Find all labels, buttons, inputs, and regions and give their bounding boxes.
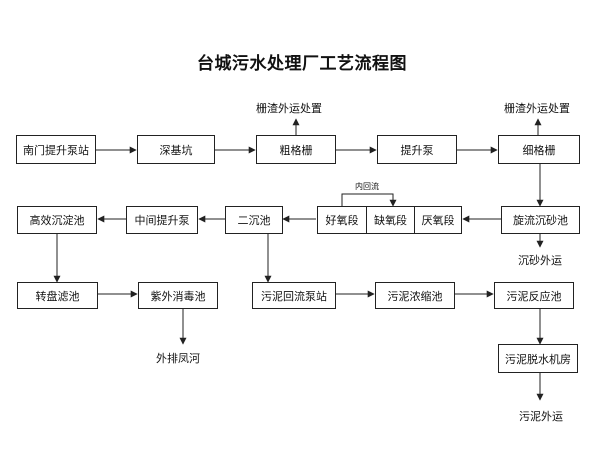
label-grit-disposal: 沉砂外运 [518, 254, 562, 267]
node-sludge-dewatering-house: 污泥脱水机房 [498, 344, 578, 373]
label-screenings-disposal-1: 栅渣外运处置 [256, 102, 322, 115]
node-coarse-screen: 粗格栅 [256, 135, 336, 164]
node-intermediate-lift-pump: 中间提升泵 [126, 206, 198, 234]
label-screenings-disposal-2: 栅渣外运处置 [504, 102, 570, 115]
node-sludge-thickener: 污泥浓缩池 [375, 282, 455, 309]
node-lift-pump: 提升泵 [377, 135, 457, 164]
node-disc-filter: 转盘滤池 [17, 282, 98, 309]
node-high-efficiency-sedimentation: 高效沉淀池 [17, 206, 97, 234]
diagram-title: 台城污水处理厂工艺流程图 [197, 54, 407, 74]
node-secondary-clarifier: 二沉池 [225, 206, 283, 234]
node-fine-screen: 细格栅 [498, 135, 580, 164]
internal-recirculation-loop [341, 193, 397, 207]
label-discharge-river: 外排凤河 [156, 352, 200, 365]
label-sludge-disposal: 污泥外运 [519, 410, 563, 423]
node-anoxic-zone: 缺氧段 [366, 206, 415, 234]
node-aerobic-zone: 好氧段 [317, 206, 367, 234]
node-sludge-return-pump-station: 污泥回流泵站 [252, 282, 336, 309]
node-sludge-reaction-tank: 污泥反应池 [494, 282, 574, 309]
node-deep-foundation-pit: 深基坑 [137, 135, 215, 164]
node-anaerobic-zone: 厌氧段 [414, 206, 462, 234]
label-internal-recirculation: 内回流 [355, 182, 379, 191]
node-nanmen-pump-station: 南门提升泵站 [16, 135, 96, 164]
node-uv-disinfection: 紫外消毒池 [138, 282, 218, 309]
node-swirl-grit-chamber: 旋流沉砂池 [501, 206, 580, 234]
